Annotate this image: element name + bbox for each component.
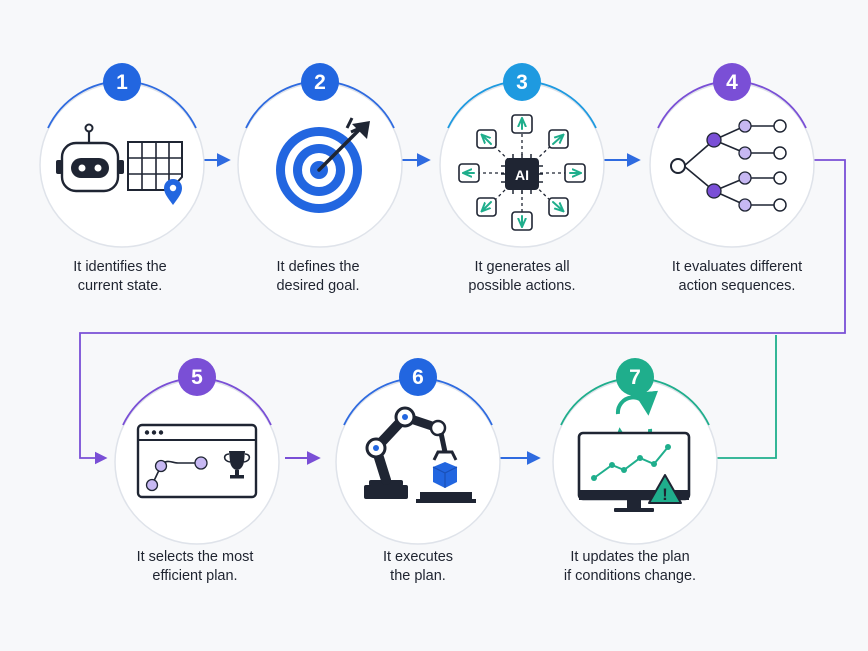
robot-arm-icon xyxy=(364,406,476,503)
connectors xyxy=(79,153,846,465)
step-caption-4-line1: It evaluates different xyxy=(671,259,803,275)
step-caption-4-line2: action sequences. xyxy=(678,278,796,294)
step-caption-5-line1: It selects the most xyxy=(136,549,254,565)
browser-path-trophy-icon xyxy=(136,423,258,499)
svg-text:5: 5 xyxy=(191,366,203,389)
step-caption-4: It evaluates different action sequences. xyxy=(642,258,832,296)
decision-tree-icon xyxy=(670,119,787,212)
step-badge-5: 5 xyxy=(178,358,216,396)
warning-mark: ! xyxy=(662,485,668,504)
step-caption-7-line2: if conditions change. xyxy=(563,568,697,584)
robot-grid-map-pin-icon xyxy=(56,123,183,205)
step-caption-5: It selects the most efficient plan. xyxy=(100,548,290,586)
step-caption-3-line2: possible actions. xyxy=(468,278,576,294)
step-caption-2: It defines the desired goal. xyxy=(223,258,413,296)
step-badge-3: 3 xyxy=(503,63,541,101)
step-caption-7-line1: It updates the plan xyxy=(570,549,690,565)
svg-text:3: 3 xyxy=(516,71,528,94)
step-circle-6 xyxy=(335,377,501,545)
connector-7-return xyxy=(713,335,777,459)
step-caption-6-line1: It executes xyxy=(382,549,454,565)
step-caption-5-line2: efficient plan. xyxy=(152,568,238,584)
step-caption-1-line2: current state. xyxy=(77,278,163,294)
step-badge-1: 1 xyxy=(103,63,141,101)
step-caption-2-line2: desired goal. xyxy=(276,278,360,294)
svg-text:6: 6 xyxy=(412,366,424,389)
step-caption-2-line1: It defines the xyxy=(276,259,360,275)
svg-text:7: 7 xyxy=(629,366,641,389)
step-caption-3-line1: It generates all xyxy=(474,259,570,275)
step-caption-6: It executes the plan. xyxy=(323,548,513,586)
step-badge-2: 2 xyxy=(301,63,339,101)
step-caption-1-line1: It identifies the xyxy=(73,259,167,275)
step-caption-6-line2: the plan. xyxy=(390,568,446,584)
ai-chip-label: AI xyxy=(515,167,529,183)
step-badge-7: 7 xyxy=(616,358,654,396)
monitor-chart-warning-icon: ! xyxy=(577,390,691,512)
step-badge-6: 6 xyxy=(399,358,437,396)
ai-radiating-arrows-icon: AI xyxy=(458,114,586,231)
svg-text:1: 1 xyxy=(116,71,128,94)
svg-text:4: 4 xyxy=(726,71,738,94)
connector-4-5 xyxy=(79,159,846,465)
step-caption-7: It updates the plan if conditions change… xyxy=(535,548,725,586)
step-caption-3: It generates all possible actions. xyxy=(427,258,617,296)
svg-text:2: 2 xyxy=(314,71,326,94)
step-badge-4: 4 xyxy=(713,63,751,101)
step-caption-1: It identifies the current state. xyxy=(25,258,215,296)
target-arrow-icon xyxy=(276,117,370,213)
